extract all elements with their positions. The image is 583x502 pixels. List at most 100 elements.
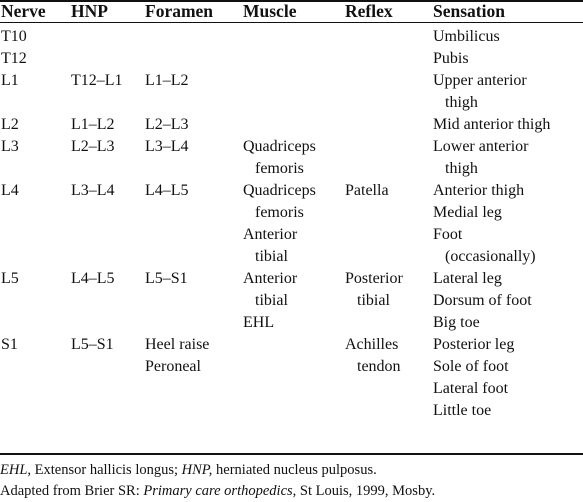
table-row: T10 Umbilicus xyxy=(0,22,583,48)
cell-hnp: T12–L1 xyxy=(70,70,144,114)
cell-foramen-text: L3–L4 xyxy=(145,138,189,155)
table-row: L2 L1–L2 L2–L3 Mid anterior thigh xyxy=(0,114,583,136)
cell-hnp xyxy=(70,22,144,48)
cell-muscle xyxy=(242,22,344,48)
header-foramen: Foramen xyxy=(145,1,214,21)
cell-sensation: Mid anterior thigh xyxy=(432,114,583,136)
cell-hnp: L2–L3 xyxy=(70,136,144,180)
cell-nerve-text: L5 xyxy=(1,270,19,287)
cell-muscle xyxy=(242,48,344,70)
cell-sensation-line: thigh xyxy=(445,94,478,111)
cell-nerve: T10 xyxy=(0,22,70,48)
cell-foramen: L4–L5 xyxy=(144,180,242,268)
cell-sensation-line: Posterior leg xyxy=(433,336,515,353)
cell-sensation-line: Anterior thigh xyxy=(433,182,525,199)
cell-nerve-text: L1 xyxy=(1,72,19,89)
table-header-row: Nerve HNP Foramen Muscle Reflex Sensatio… xyxy=(0,0,583,22)
cell-sensation-line: Umbilicus xyxy=(433,28,500,45)
cell-sensation: Pubis xyxy=(432,48,583,70)
cell-hnp-text: L2–L3 xyxy=(71,138,115,155)
cell-muscle-line: Anterior xyxy=(243,270,298,287)
table-header-rule xyxy=(0,22,583,23)
cell-muscle-line: tibial xyxy=(255,248,288,265)
cell-muscle: Quadriceps femoris xyxy=(242,136,344,180)
footnote-part: herniated nucleus pulposus. xyxy=(212,462,377,478)
cell-hnp-text: L3–L4 xyxy=(71,182,115,199)
cell-sensation-line: thigh xyxy=(445,160,478,177)
cell-muscle-line: EHL xyxy=(243,314,275,331)
table-row: T12 Pubis xyxy=(0,48,583,70)
cell-nerve: S1 xyxy=(0,334,70,422)
cell-foramen-text: L5–S1 xyxy=(145,270,188,287)
cell-hnp-text: L4–L5 xyxy=(71,270,115,287)
cell-reflex-line: Posterior xyxy=(345,270,403,287)
cell-nerve: L5 xyxy=(0,268,70,334)
cell-hnp-text: L1–L2 xyxy=(71,116,115,133)
table-row: L3 L2–L3 L3–L4 Quadriceps femoris Lower anter… xyxy=(0,136,583,180)
cell-foramen-text: L1–L2 xyxy=(145,72,189,89)
cell-reflex-line: Achilles xyxy=(345,336,399,353)
cell-sensation-line: Little toe xyxy=(433,402,492,419)
cell-foramen-text: L2–L3 xyxy=(145,116,189,133)
cell-sensation-line: Foot xyxy=(433,226,463,243)
cell-sensation-line: Pubis xyxy=(433,50,469,67)
cell-reflex xyxy=(344,48,432,70)
header-muscle: Muscle xyxy=(243,1,297,21)
cell-hnp-text: T12–L1 xyxy=(71,72,123,89)
cell-nerve-text: L4 xyxy=(1,182,19,199)
cell-muscle xyxy=(242,114,344,136)
table-bottom-rule xyxy=(0,453,583,455)
cell-muscle-line: femoris xyxy=(255,160,304,177)
cell-sensation-line: Lateral leg xyxy=(433,270,502,287)
cell-reflex xyxy=(344,136,432,180)
cell-nerve: L4 xyxy=(0,180,70,268)
cell-muscle-line: Quadriceps xyxy=(243,182,316,199)
cell-nerve-text: L2 xyxy=(1,116,19,133)
cell-foramen: L2–L3 xyxy=(144,114,242,136)
cell-hnp xyxy=(70,48,144,70)
cell-nerve-text: L3 xyxy=(1,138,19,155)
cell-muscle xyxy=(242,70,344,114)
cell-muscle-line: femoris xyxy=(255,204,304,221)
cell-hnp: L1–L2 xyxy=(70,114,144,136)
footnote-part: , St Louis, 1999, Mosby. xyxy=(292,483,436,499)
footnote-part: Adapted from Brier SR: xyxy=(0,483,144,499)
cell-reflex xyxy=(344,114,432,136)
cell-hnp: L3–L4 xyxy=(70,180,144,268)
cell-muscle-line: tibial xyxy=(255,292,288,309)
footnote-part: Primary care orthopedics xyxy=(143,483,293,499)
footnote-part: , Extensor hallicis longus; xyxy=(27,462,182,478)
cell-muscle-line: Quadriceps xyxy=(243,138,316,155)
cell-sensation-line: Lateral foot xyxy=(433,380,509,397)
cell-reflex-line: tendon xyxy=(357,358,401,375)
cell-foramen: L5–S1 xyxy=(144,268,242,334)
header-reflex: Reflex xyxy=(345,1,393,21)
cell-sensation-line: Medial leg xyxy=(433,204,502,221)
cell-nerve: L3 xyxy=(0,136,70,180)
cell-reflex: Achilles tendon xyxy=(344,334,432,422)
nerve-root-table: Nerve HNP Foramen Muscle Reflex Sensatio… xyxy=(0,0,583,422)
cell-nerve: L1 xyxy=(0,70,70,114)
cell-hnp: L4–L5 xyxy=(70,268,144,334)
cell-reflex: Patella xyxy=(344,180,432,268)
cell-nerve: T12 xyxy=(0,48,70,70)
cell-muscle xyxy=(242,334,344,422)
cell-muscle-line: Anterior xyxy=(243,226,298,243)
cell-sensation: Umbilicus xyxy=(432,22,583,48)
cell-reflex xyxy=(344,22,432,48)
cell-foramen: L1–L2 xyxy=(144,70,242,114)
footnote-abbreviations: EHL, Extensor hallicis longus; HNP, hern… xyxy=(0,461,377,479)
cell-sensation-line: Dorsum of foot xyxy=(433,292,532,309)
